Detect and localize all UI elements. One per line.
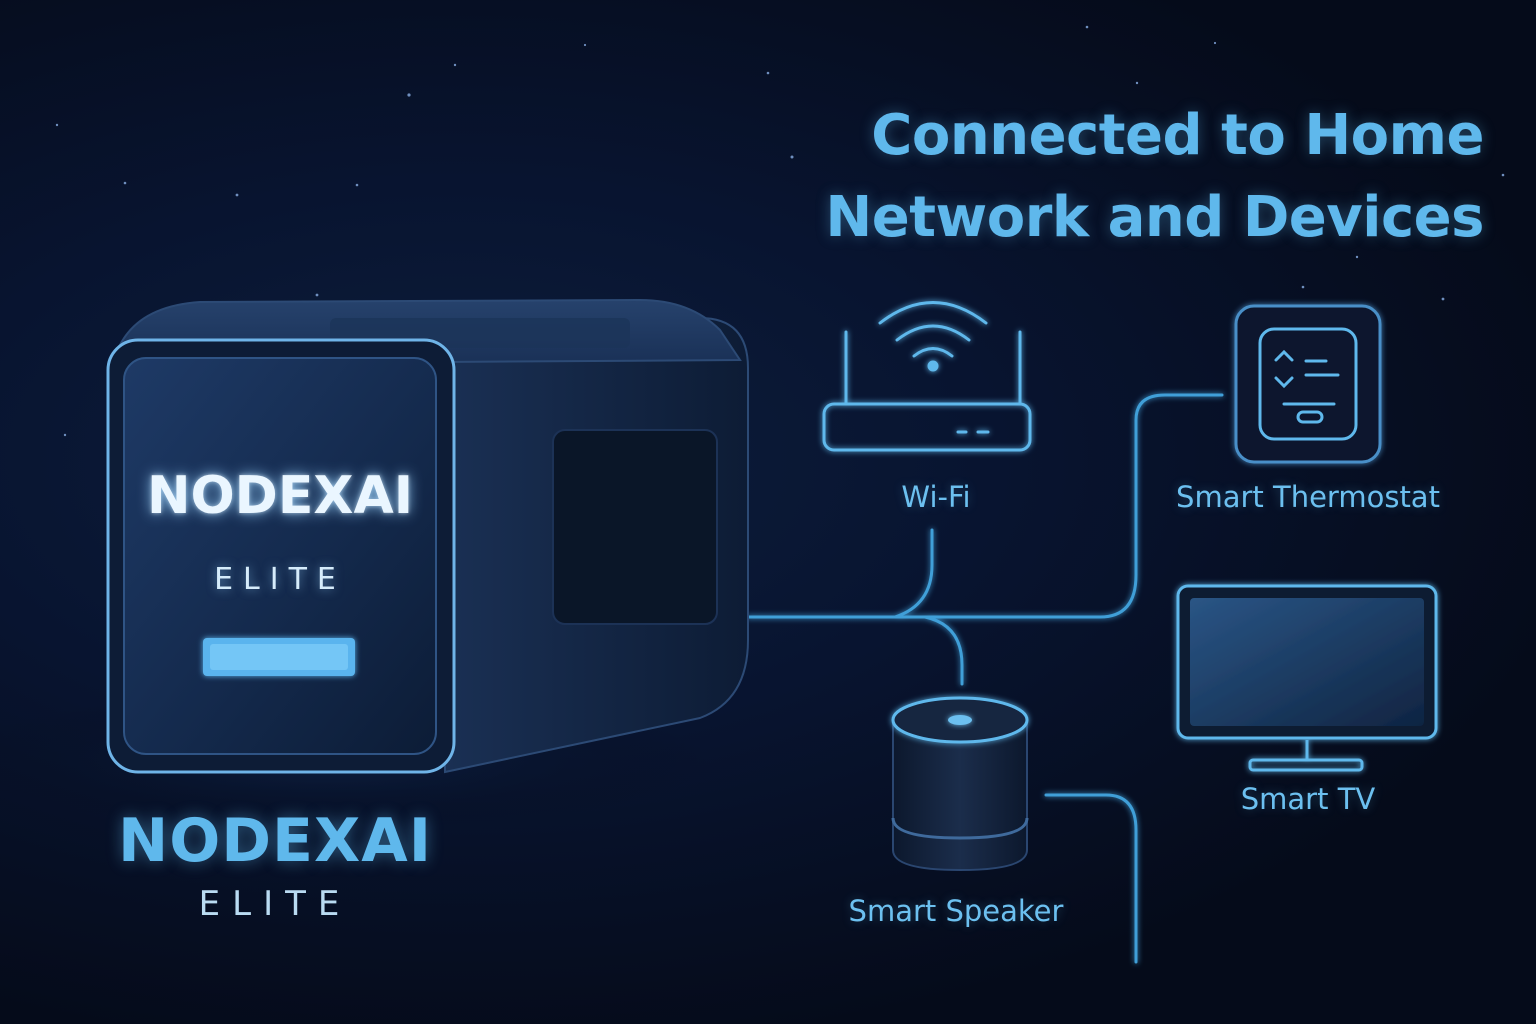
nodexai-hub-device bbox=[106, 298, 749, 774]
hub-side-vent bbox=[552, 429, 718, 625]
tv-label: Smart TV bbox=[1240, 782, 1376, 816]
thermostat-label: Smart Thermostat bbox=[1176, 480, 1440, 514]
brand-name: NODEXAI bbox=[117, 806, 433, 876]
line-speaker-to-tv bbox=[1044, 793, 1138, 964]
hub-front-brand-sub: ELITE bbox=[214, 562, 346, 597]
hub-front-brand-name: NODEXAI bbox=[146, 466, 414, 526]
starfield bbox=[55, 25, 1505, 437]
line-hub-to-thermostat bbox=[893, 393, 1224, 619]
connection-lines bbox=[746, 393, 1224, 964]
line-hub-to-speaker bbox=[893, 615, 964, 686]
wifi-label: Wi-Fi bbox=[901, 480, 971, 514]
brand-sub: ELITE bbox=[198, 884, 352, 924]
headline-line-2: Network and Devices bbox=[825, 185, 1484, 250]
tv-icon bbox=[1176, 584, 1438, 772]
wifi-router-icon bbox=[822, 301, 1032, 452]
hub-front-panel bbox=[123, 357, 437, 755]
headline-line-1: Connected to Home bbox=[871, 103, 1484, 168]
line-hub-to-wifi bbox=[746, 528, 934, 619]
thermostat-icon bbox=[1234, 304, 1382, 464]
speaker-label: Smart Speaker bbox=[848, 894, 1064, 928]
smart-speaker-icon bbox=[891, 696, 1029, 872]
